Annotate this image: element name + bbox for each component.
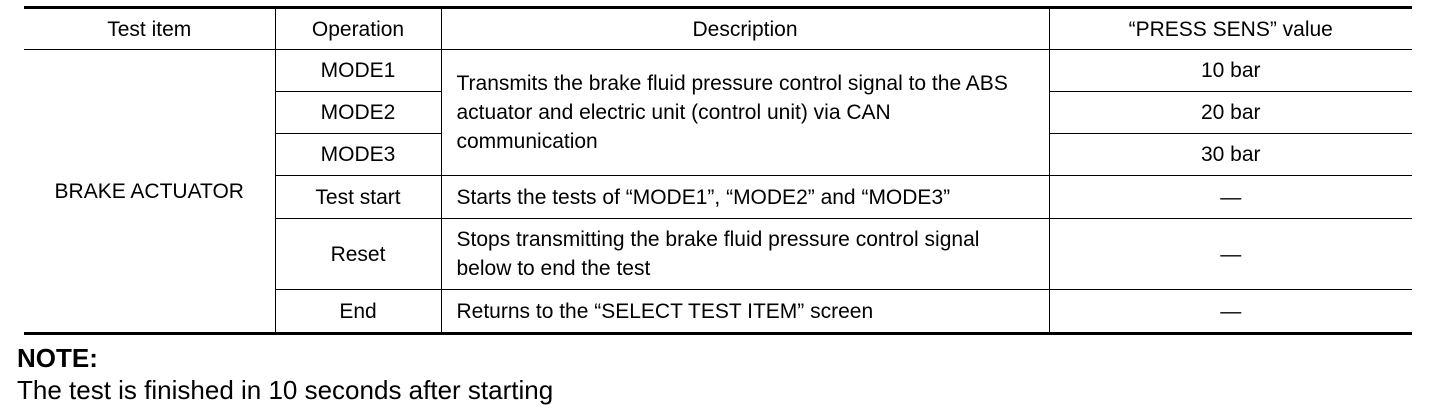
- value-cell: —: [1048, 175, 1412, 219]
- description-cell: Returns to the “SELECT TEST ITEM” screen: [440, 289, 1050, 334]
- note-title: NOTE:: [17, 343, 98, 373]
- operation-cell: MODE1: [274, 49, 442, 92]
- header-operation: Operation: [274, 7, 442, 50]
- header-description: Description: [440, 7, 1050, 50]
- value-cell: 10 bar: [1048, 49, 1412, 92]
- spec-table: Test item Operation Description “PRESS S…: [24, 6, 1412, 335]
- mode-description-cell: Transmits the brake fluid pressure contr…: [440, 49, 1050, 176]
- description-cell: Starts the tests of “MODE1”, “MODE2” and…: [440, 175, 1050, 219]
- table-row: MODE2 20 bar: [24, 91, 1412, 134]
- description-cell: Stops transmitting the brake fluid press…: [440, 218, 1050, 290]
- value-cell: —: [1048, 289, 1412, 334]
- operation-cell: Reset: [275, 218, 442, 290]
- table-row: BRAKE ACTUATOR MODE1 Transmits the brake…: [24, 49, 1412, 334]
- header-press-sens-value: “PRESS SENS” value: [1048, 7, 1412, 50]
- test-item-cell: BRAKE ACTUATOR: [24, 49, 276, 334]
- operation-cell: End: [275, 289, 442, 334]
- value-cell: 30 bar: [1048, 133, 1412, 176]
- value-cell: —: [1048, 218, 1412, 290]
- value-cell: 20 bar: [1048, 91, 1412, 134]
- note-text: The test is finished in 10 seconds after…: [17, 375, 554, 405]
- operation-cell: Test start: [275, 175, 442, 219]
- table-row: Reset Stops transmitting the brake fluid…: [24, 218, 1412, 290]
- table-row: End Returns to the “SELECT TEST ITEM” sc…: [24, 289, 1412, 334]
- header-row: Test item Operation Description “PRESS S…: [24, 7, 1412, 50]
- header-test-item: Test item: [24, 7, 276, 50]
- operation-cell: MODE3: [275, 133, 442, 176]
- table-row: Test start Starts the tests of “MODE1”, …: [24, 175, 1412, 219]
- operation-cell: MODE2: [275, 91, 442, 134]
